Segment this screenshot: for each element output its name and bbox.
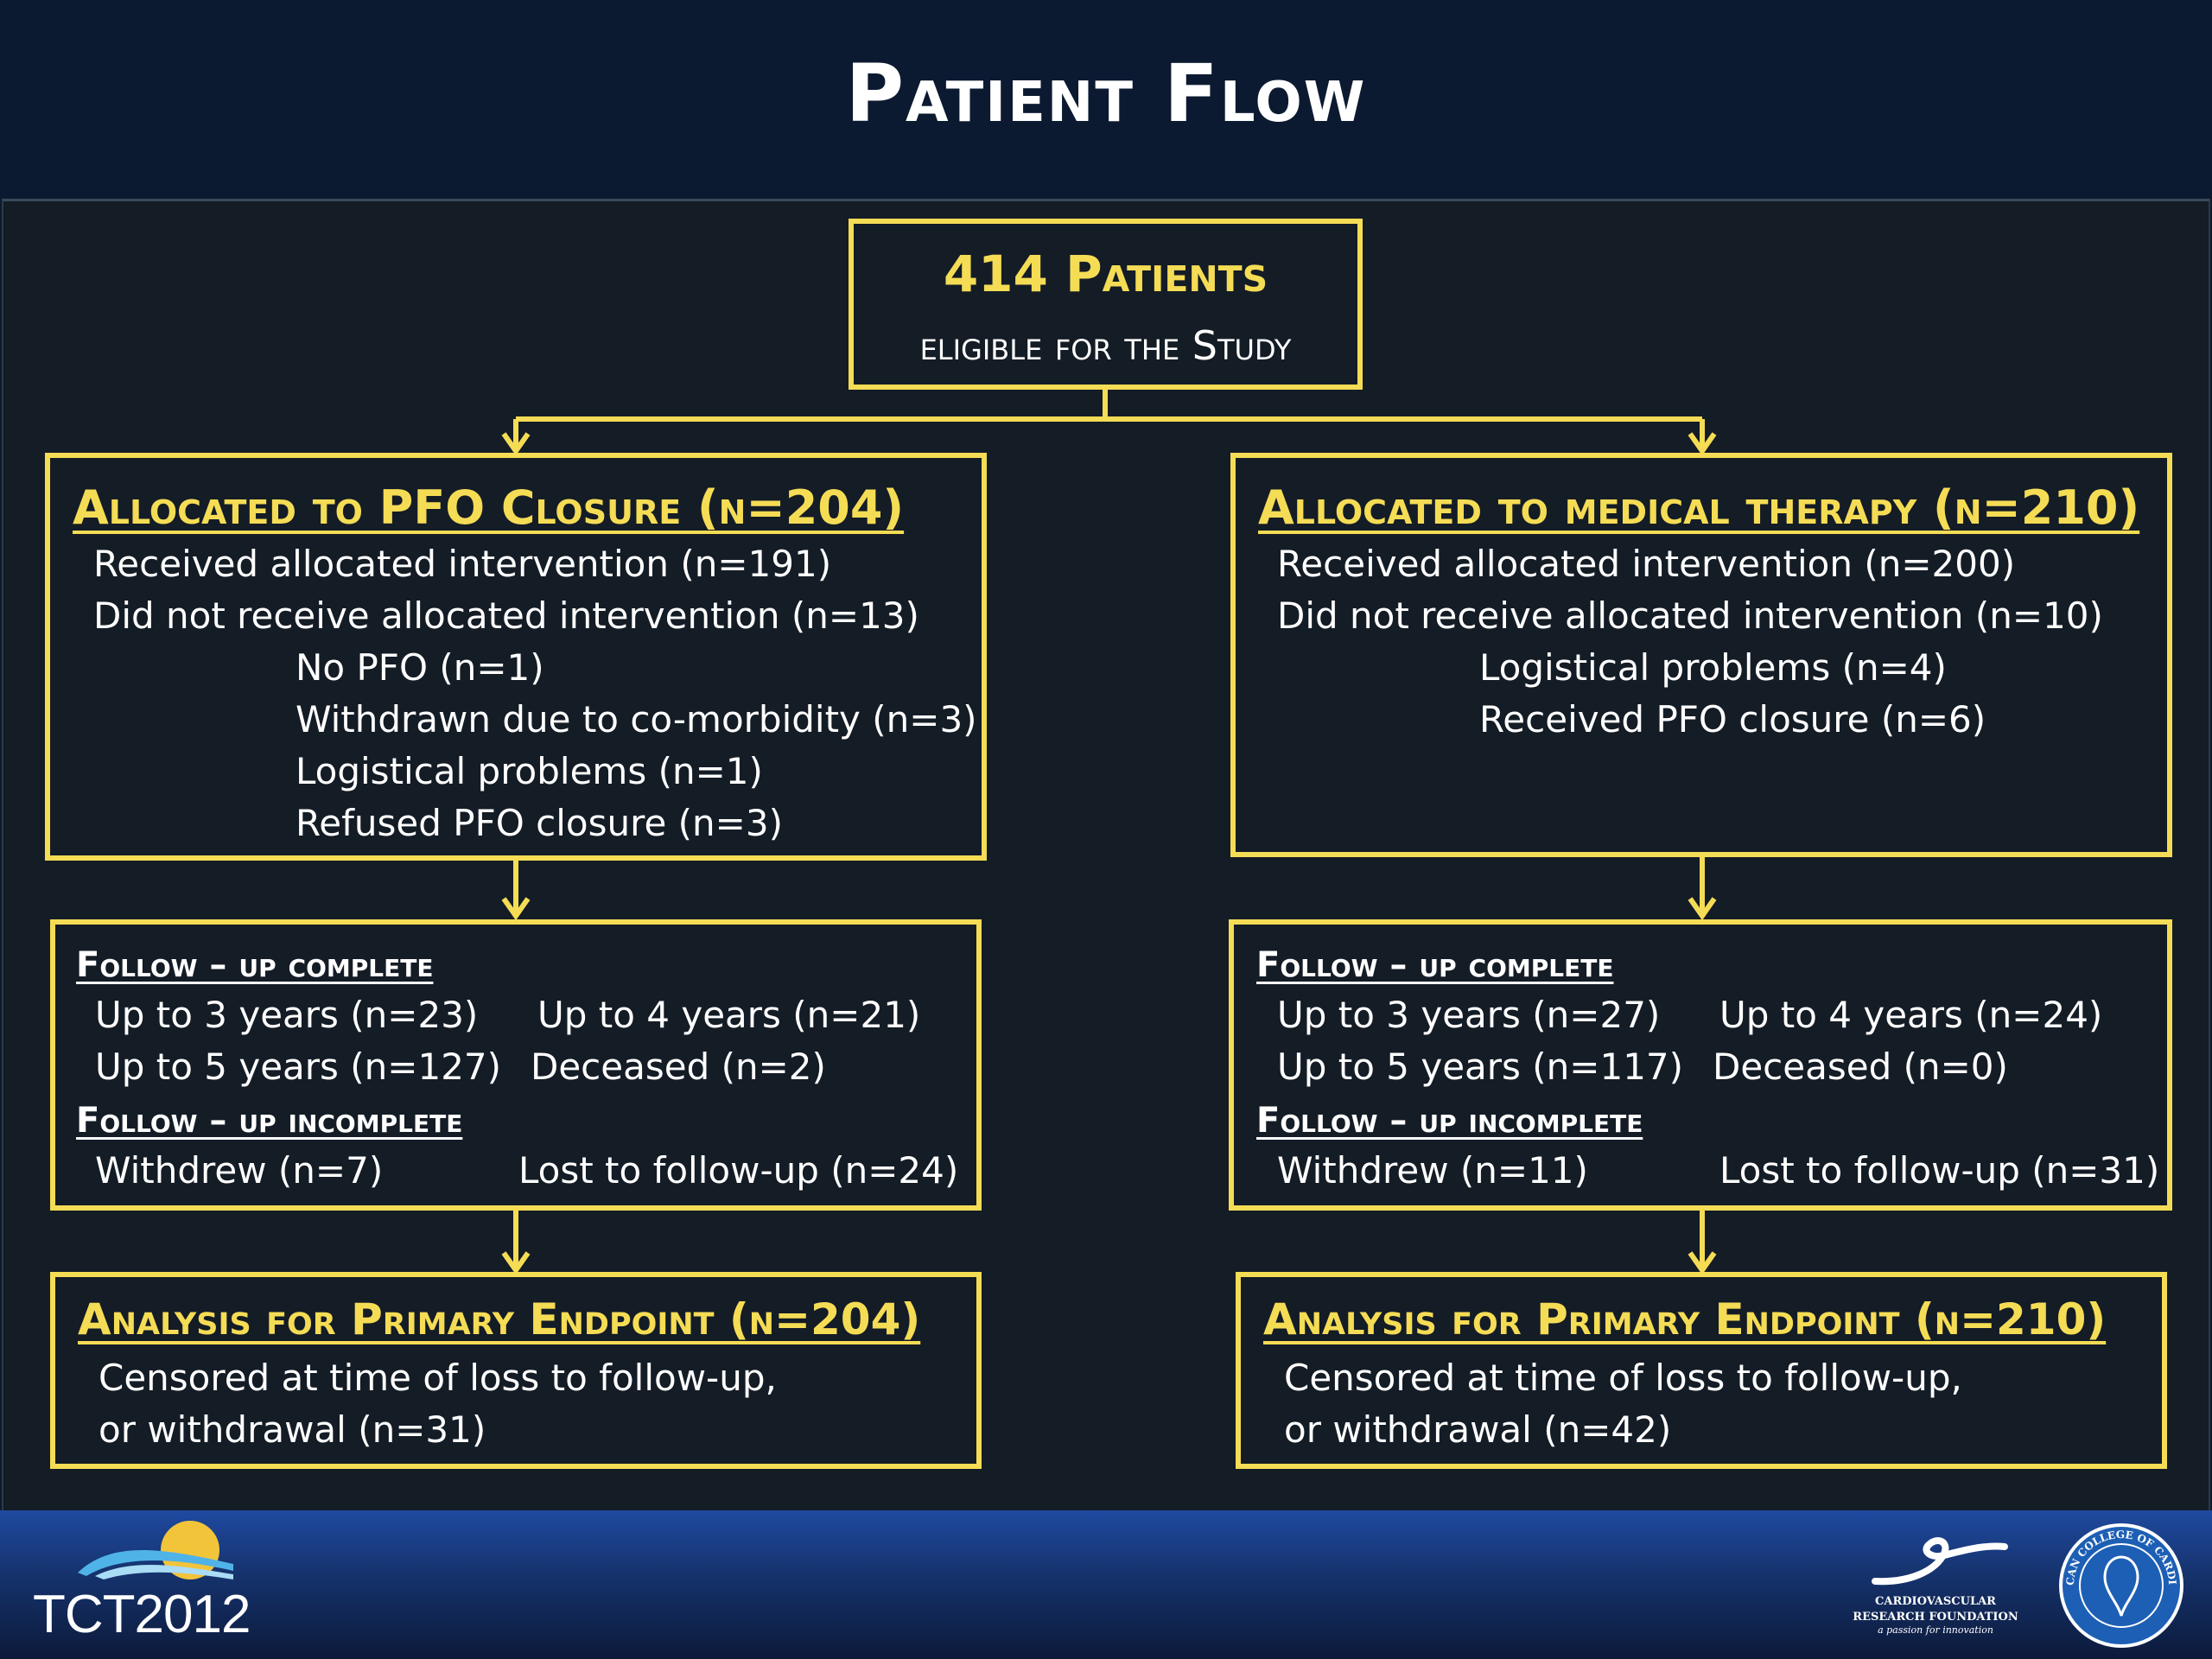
crf-tagline: a passion for innovation [1878,1624,1993,1637]
left-followup-up5: Up to 5 years (n=127) [95,1046,502,1088]
eligible-patients-box: 414 Patients eligible for the Study [849,219,1363,390]
header-bar: Patient Flow [0,0,2212,197]
crf-line2: RESEARCH FOUNDATION [1853,1610,2018,1624]
left-analysis-line2: or withdrawal (n=31) [99,1408,486,1451]
right-analysis-line1: Censored at time of loss to follow-up, [1284,1357,1962,1399]
left-followup-withdrew: Withdrew (n=7) [95,1149,384,1192]
pfo-closure-heading: Allocated to PFO Closure (n=204) [73,480,905,535]
slide-title: Patient Flow [845,48,1367,140]
right-followup-lost: Lost to follow-up (n=31) [1719,1149,2160,1192]
left-reason: Logistical problems (n=1) [296,750,763,792]
pfo-closure-allocation-box: Allocated to PFO Closure (n=204) Receive… [45,453,987,861]
left-followup-deceased: Deceased (n=2) [531,1046,826,1088]
left-not-received: Did not receive allocated intervention (… [93,594,919,637]
left-followup-complete-heading: Follow – up complete [76,945,434,985]
left-followup-up4: Up to 4 years (n=21) [537,994,921,1036]
arrowhead-right-1 [1688,432,1717,456]
left-followup-incomplete-heading: Follow – up incomplete [76,1101,463,1141]
left-followup-lost: Lost to follow-up (n=24) [518,1149,959,1192]
right-followup-box: Follow – up complete Up to 3 years (n=27… [1229,919,2172,1211]
left-reason: Withdrawn due to co-morbidity (n=3) [296,698,977,741]
right-analysis-heading: Analysis for Primary Endpoint (n=210) [1263,1294,2107,1344]
crf-logo-text: CARDIOVASCULAR RESEARCH FOUNDATION a pas… [1840,1594,2031,1637]
arrowhead-left-2 [501,897,531,921]
right-analysis-line2: or withdrawal (n=42) [1284,1408,1672,1451]
arrowhead-left-3 [501,1251,531,1275]
medical-therapy-heading: Allocated to medical therapy (n=210) [1258,480,2140,535]
right-followup-incomplete-heading: Follow – up incomplete [1256,1101,1643,1141]
arrowhead-right-2 [1688,897,1717,921]
arrowhead-right-3 [1688,1251,1717,1275]
right-received: Received allocated intervention (n=200) [1277,543,2016,585]
arrowhead-left-1 [501,432,531,456]
left-followup-up3: Up to 3 years (n=23) [95,994,479,1036]
left-analysis-box: Analysis for Primary Endpoint (n=204) Ce… [50,1272,982,1469]
right-followup-up4: Up to 4 years (n=24) [1719,994,2103,1036]
right-followup-complete-heading: Follow – up complete [1256,945,1614,985]
right-followup-up3: Up to 3 years (n=27) [1277,994,1661,1036]
right-followup-up5: Up to 5 years (n=117) [1277,1046,1684,1088]
acc-seal-icon: AMERICAN COLLEGE OF CARDIOLOGY [2058,1522,2183,1648]
left-reason: Refused PFO closure (n=3) [296,802,783,844]
right-analysis-box: Analysis for Primary Endpoint (n=210) Ce… [1236,1272,2167,1469]
right-not-received: Did not receive allocated intervention (… [1277,594,2103,637]
eligible-count: 414 Patients [943,245,1268,303]
right-reason: Received PFO closure (n=6) [1479,698,1986,741]
crf-swirl-icon [1872,1537,2008,1586]
right-followup-withdrew: Withdrew (n=11) [1277,1149,1588,1192]
right-followup-deceased: Deceased (n=0) [1713,1046,2008,1088]
tct-logo-text: TCT2012 [33,1585,251,1644]
left-analysis-heading: Analysis for Primary Endpoint (n=204) [78,1294,921,1344]
footer-bar [0,1510,2212,1659]
eligible-label: eligible for the Study [919,322,1292,369]
left-received: Received allocated intervention (n=191) [93,543,832,585]
left-analysis-line1: Censored at time of loss to follow-up, [99,1357,777,1399]
right-reason: Logistical problems (n=4) [1479,646,1947,689]
crf-line1: CARDIOVASCULAR [1875,1595,1996,1608]
left-reason: No PFO (n=1) [296,646,544,689]
tct-logo-icon [78,1521,233,1580]
left-followup-box: Follow – up complete Up to 3 years (n=23… [50,919,982,1211]
medical-therapy-allocation-box: Allocated to medical therapy (n=210) Rec… [1230,453,2172,857]
